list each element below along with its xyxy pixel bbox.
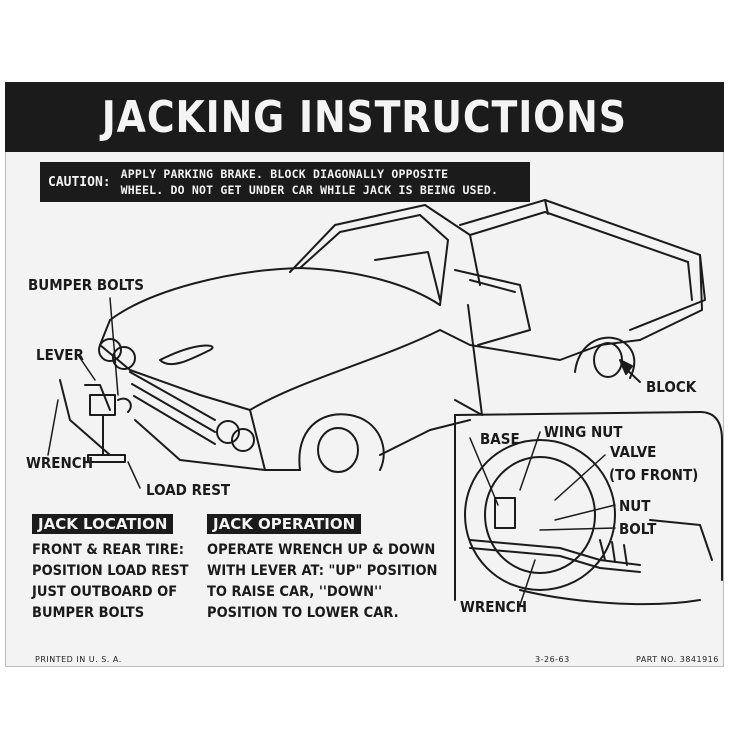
label-valve: VALVE — [610, 443, 657, 461]
jack-location-title: JACK LOCATION — [32, 514, 174, 534]
jack-operation-text: OPERATE WRENCH UP & DOWN WITH LEVER AT: … — [207, 542, 438, 621]
block-arrow-icon — [619, 359, 641, 383]
label-load-rest: LOAD REST — [146, 481, 231, 499]
detail-leader-lines — [469, 431, 616, 606]
label-bumper-bolts: BUMPER BOLTS — [28, 276, 144, 294]
footer-printed: PRINTED IN U. S. A. — [35, 655, 122, 664]
footer-date: 3-26-63 — [535, 655, 570, 664]
truck-bed-icon — [459, 199, 706, 341]
label-nut: NUT — [619, 497, 651, 515]
headlights-icon — [98, 338, 255, 452]
jack-operation-title: JACK OPERATION — [207, 514, 362, 534]
caution-line-2: WHEEL. DO NOT GET UNDER CAR WHILE JACK I… — [120, 183, 499, 197]
label-wrench-detail: WRENCH — [460, 598, 528, 616]
leader-lines — [47, 297, 141, 489]
label-block: BLOCK — [646, 378, 697, 396]
detail-inset-icon — [454, 411, 723, 606]
front-wheel-icon — [298, 413, 385, 473]
footer-part-number: PART NO. 3841916 — [636, 655, 719, 664]
label-wing-nut: WING NUT — [544, 423, 623, 441]
label-wrench: WRENCH — [26, 454, 94, 472]
label-base: BASE — [480, 430, 520, 448]
label-to-front: (TO FRONT) — [609, 466, 699, 484]
caution-box: CAUTION: APPLY PARKING BRAKE. BLOCK DIAG… — [40, 162, 530, 202]
caution-tag: CAUTION: — [48, 174, 111, 190]
caution-text: APPLY PARKING BRAKE. BLOCK DIAGONALLY OP… — [121, 166, 499, 198]
bumper-jack-icon — [59, 379, 132, 463]
label-bolt: BOLT — [619, 520, 657, 538]
title-banner: JACKING INSTRUCTIONS — [5, 82, 724, 152]
detail-pointer — [454, 304, 483, 416]
label-lever: LEVER — [36, 346, 84, 364]
caution-line-1: APPLY PARKING BRAKE. BLOCK DIAGONALLY OP… — [120, 167, 449, 181]
jack-location-text: FRONT & REAR TIRE: POSITION LOAD REST JU… — [32, 542, 189, 621]
page-title: JACKING INSTRUCTIONS — [101, 91, 628, 143]
cab-icon — [289, 204, 531, 346]
